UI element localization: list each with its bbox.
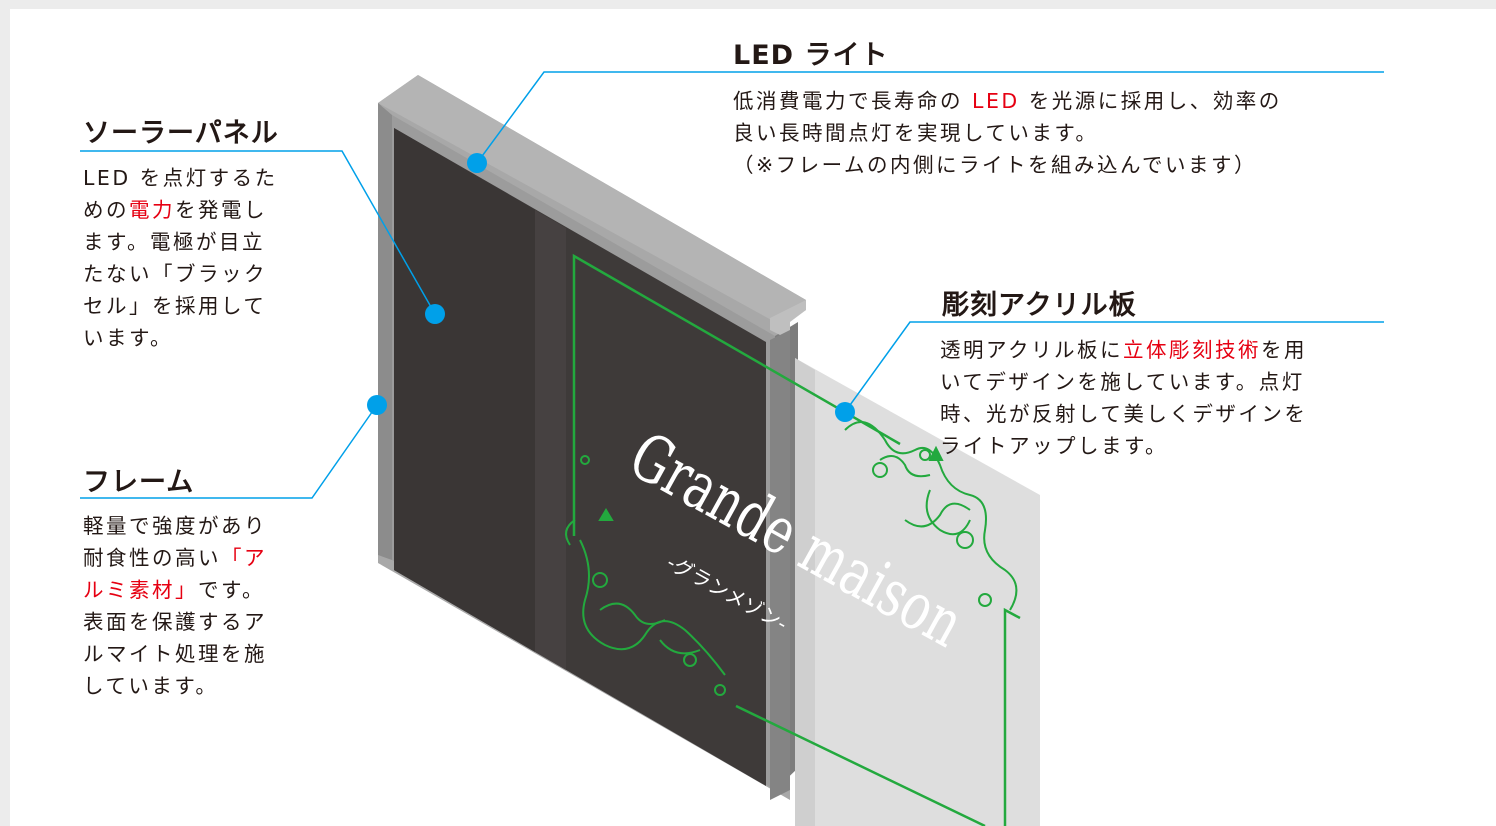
- text-segment: います。: [83, 326, 173, 350]
- frame-title: フレーム: [83, 467, 195, 498]
- text-line: しています。: [83, 670, 267, 702]
- text-segment: めの: [83, 198, 129, 222]
- text-segment: を光源に採用し、効率の: [1019, 89, 1282, 113]
- text-segment: です。: [198, 578, 265, 602]
- text-segment: たない「ブラック: [83, 262, 267, 286]
- text-segment: 表面を保護するア: [83, 610, 267, 634]
- engraving-border: [572, 253, 1021, 826]
- solar-panel-title: ソーラーパネル: [83, 118, 279, 149]
- led-light-description: 低消費電力で長寿命の LED を光源に採用し、効率の良い長時間点灯を実現していま…: [733, 85, 1282, 181]
- solar-panel-description: LED を点灯するための電力を発電します。電極が目立たない「ブラックセル」を採用…: [83, 162, 278, 354]
- text-segment: を用: [1260, 338, 1307, 362]
- text-segment: ます。電極が目立: [83, 230, 265, 254]
- text-segment: しています。: [83, 674, 219, 698]
- text-line: ルマイト処理を施: [83, 638, 267, 670]
- highlight-text: 立体彫刻技術: [1122, 338, 1261, 362]
- highlight-text: 電力: [129, 198, 175, 222]
- text-line: いてデザインを施しています。点灯: [940, 366, 1307, 398]
- led-light-title: LED ライト: [733, 40, 889, 71]
- text-segment: 耐食性の高い: [83, 546, 221, 570]
- text-line: たない「ブラック: [83, 258, 278, 290]
- highlight-text: 「ア: [221, 546, 267, 570]
- text-line: 表面を保護するア: [83, 606, 267, 638]
- leader-dot-icon: [425, 304, 445, 324]
- text-line: ライトアップします。: [940, 430, 1307, 462]
- text-line: 良い長時間点灯を実現しています。: [733, 117, 1282, 149]
- text-line: セル」を採用して: [83, 290, 278, 322]
- text-segment: 軽量で強度があり: [83, 514, 267, 538]
- leader-dot-icon: [467, 153, 487, 173]
- text-line: います。: [83, 322, 278, 354]
- highlight-text: LED: [972, 89, 1020, 113]
- text-segment: 良い長時間点灯を実現しています。: [733, 121, 1099, 145]
- text-segment: 時、光が反射して美しくデザインを: [940, 402, 1308, 426]
- text-line: （※フレームの内側にライトを組み込んでいます）: [733, 149, 1282, 181]
- text-line: めの電力を発電し: [83, 194, 278, 226]
- leader-dots: [367, 153, 855, 422]
- text-segment: 透明アクリル板に: [940, 338, 1123, 362]
- text-line: 軽量で強度があり: [83, 510, 267, 542]
- flourish-icon: [565, 421, 1018, 696]
- text-line: LED を点灯するた: [83, 162, 278, 194]
- acrylic-title: 彫刻アクリル板: [942, 290, 1137, 321]
- frame-description: 軽量で強度があり耐食性の高い「アルミ素材」です。表面を保護するアルマイト処理を施…: [83, 510, 267, 702]
- leader-lines: [80, 71, 1384, 499]
- text-segment: セル」を採用して: [83, 294, 267, 318]
- text-line: ルミ素材」です。: [83, 574, 267, 606]
- leader-dot-icon: [835, 402, 855, 422]
- text-line: 透明アクリル板に立体彫刻技術を用: [940, 334, 1307, 366]
- acrylic-description: 透明アクリル板に立体彫刻技術を用いてデザインを施しています。点灯時、光が反射して…: [940, 334, 1307, 462]
- text-line: 低消費電力で長寿命の LED を光源に採用し、効率の: [733, 85, 1282, 117]
- text-segment: いてデザインを施しています。点灯: [940, 370, 1305, 394]
- text-segment: ライトアップします。: [940, 434, 1168, 458]
- solar-panel-body: [394, 128, 790, 800]
- text-segment: 低消費電力で長寿命の: [733, 89, 973, 113]
- text-line: 時、光が反射して美しくデザインを: [940, 398, 1307, 430]
- highlight-text: ルミ素材」: [83, 578, 198, 602]
- text-line: 耐食性の高い「ア: [83, 542, 267, 574]
- text-line: ます。電極が目立: [83, 226, 278, 258]
- text-segment: ルマイト処理を施: [83, 642, 267, 666]
- text-segment: （※フレームの内側にライトを組み込んでいます）: [733, 153, 1258, 177]
- text-segment: を発電し: [175, 198, 267, 222]
- text-segment: LED を点灯するた: [83, 166, 278, 190]
- acrylic-plate: [795, 358, 1040, 826]
- leader-dot-icon: [367, 395, 387, 415]
